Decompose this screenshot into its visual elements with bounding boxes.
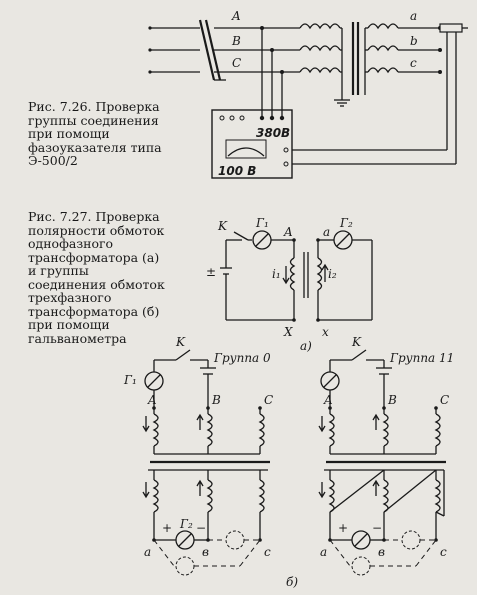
label-B: B [387,393,397,407]
figure-7-27a-diagram: K Г₁ A a Г₂ ± i₁ i₂ X x а) [206,216,373,353]
coil-A [152,413,159,447]
label-phase-a: a [410,9,417,23]
label-A: A [283,225,293,239]
label-group-11: Группа 11 [389,351,454,365]
key-switch [233,231,249,241]
label-plus: + [162,521,172,535]
coil-c [258,479,265,513]
coil-B [299,45,341,52]
coil-A [299,23,341,30]
label-i1: i₁ [272,267,281,281]
label-g1: Г₁ [123,373,137,387]
label-phase-B: B [231,34,241,48]
label-i2: i₂ [328,267,337,281]
coil-a [367,23,399,30]
ground-symbol [334,96,350,107]
label-plus: + [338,521,348,535]
figure-7-26-diagram: A B C a b c 380В 100 В [148,9,468,179]
figure-7-27b-group-11: K Группа 11 A B C + − a в c [318,335,454,576]
label-k: K [217,219,228,233]
label-C: C [440,393,449,407]
input-leads [148,26,200,74]
phase-indicator-meter [211,109,293,179]
key-switch [351,349,367,361]
coil-b [206,479,213,513]
label-k: K [351,335,362,349]
caption-text: Рис. 7.27. Проверка полярности обмоток о… [28,209,165,346]
label-A: A [147,393,157,407]
current-arrow-i1 [282,266,290,285]
label-g1: Г₁ [255,216,269,230]
figure-7-27-caption: Рис. 7.27. Проверка полярности обмоток о… [28,210,170,345]
label-100v: 100 В [218,164,256,178]
coil-a [328,479,335,513]
figure-7-27b-group-0: Г₁ K Группа 0 A B C + Г₂ − a в c б) [123,335,298,589]
label-phase-b: b [410,34,418,48]
label-part-b: б) [286,575,298,589]
label-a: a [323,225,330,239]
three-pole-switch [198,19,226,81]
coil-b [382,479,389,513]
coil-C [258,413,265,447]
label-phase-c: c [410,56,417,70]
current-arrow-i2 [321,263,329,282]
label-minus: − [372,521,382,535]
key-switch [175,349,191,361]
coil-B [382,413,389,447]
label-B: B [211,393,221,407]
label-b: в [202,545,209,559]
label-b: в [378,545,385,559]
label-phase-C: C [232,56,241,70]
label-part-a: а) [300,339,312,353]
label-c: c [440,545,447,559]
coil-C [434,413,441,447]
label-g2: Г₂ [179,517,193,531]
label-380v: 380В [256,126,290,140]
secondary-winding [316,257,323,291]
figure-7-26-caption: Рис. 7.26. Проверка группы соединения пр… [28,100,162,168]
primary-winding [289,257,296,291]
label-k: K [175,335,186,349]
coil-a [152,479,159,513]
label-polarity: ± [206,265,216,279]
label-group-0: Группа 0 [213,351,271,365]
label-x: x [322,325,329,339]
label-X: X [283,325,293,339]
coil-c [367,67,399,74]
coil-b [367,45,399,52]
label-phase-A: A [231,9,241,23]
label-C: C [264,393,273,407]
coil-C [299,67,341,74]
coil-c [434,479,441,513]
coil-B [206,413,213,447]
label-A: A [323,393,333,407]
label-a: a [320,545,327,559]
label-g2: Г₂ [339,216,353,230]
coil-A [328,413,335,447]
caption-text: Рис. 7.26. Проверка группы соединения пр… [28,99,162,168]
voltmeter-probe [439,23,463,33]
label-c: c [264,545,271,559]
label-a: a [144,545,151,559]
label-minus: − [196,521,206,535]
